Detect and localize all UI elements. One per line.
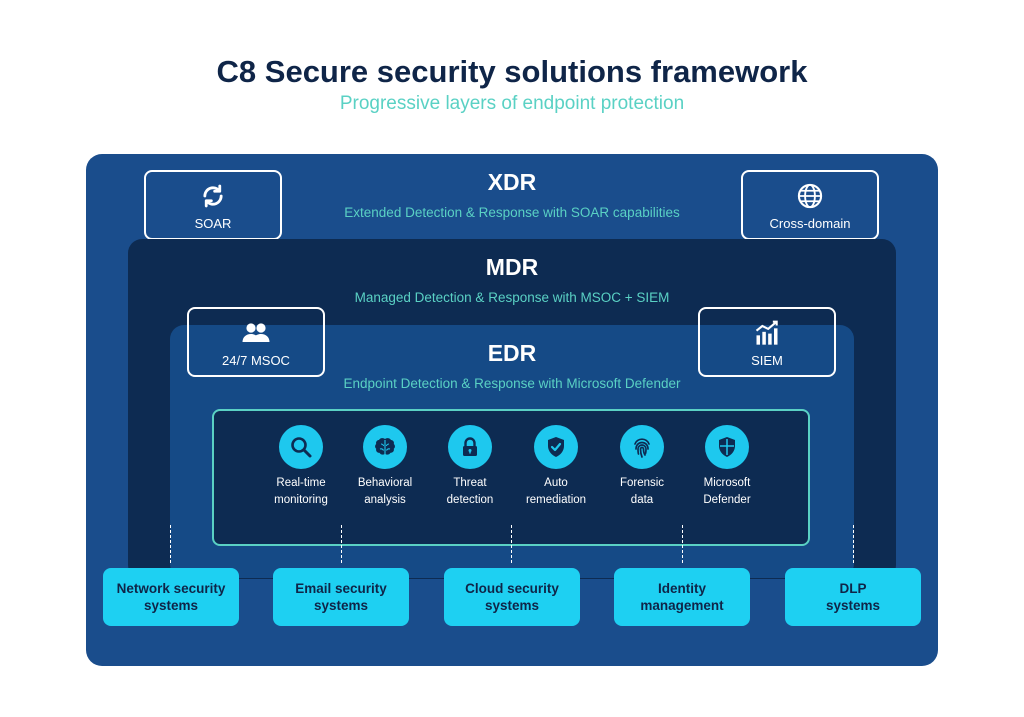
mdr-title: MDR <box>485 254 539 280</box>
capability-auto-remediation: Auto remediation <box>513 425 599 509</box>
xdr-title: XDR <box>487 169 537 195</box>
defender-shield-icon <box>705 425 749 469</box>
connector-line <box>341 525 342 563</box>
connector-line <box>170 525 171 563</box>
edr-title: EDR <box>487 340 537 366</box>
system-identity-management: Identity management <box>614 568 750 626</box>
soar-label: SOAR <box>194 216 232 231</box>
capability-label-line1: Microsoft <box>703 477 751 489</box>
edr-description: Endpoint Detection & Response with Micro… <box>343 376 681 391</box>
xdr-description: Extended Detection & Response with SOAR … <box>344 205 680 220</box>
sync-icon <box>146 182 280 210</box>
shield-check-icon <box>534 425 578 469</box>
capability-label-line1: Real-time <box>276 477 326 489</box>
magnifier-icon <box>279 425 323 469</box>
system-label-line1: Network security <box>116 581 226 596</box>
capability-label-line2: monitoring <box>274 494 328 506</box>
capability-forensic-data: Forensic data <box>599 425 685 509</box>
cross-domain-box: Cross-domain <box>741 170 879 240</box>
system-label-line1: DLP <box>839 581 867 596</box>
users-icon <box>189 319 323 347</box>
capability-label-line2: Defender <box>703 494 751 506</box>
system-label-line2: systems <box>143 598 199 613</box>
system-label-line2: systems <box>825 598 881 613</box>
analytics-icon <box>700 319 834 347</box>
cross-domain-label: Cross-domain <box>769 216 851 231</box>
system-dlp: DLP systems <box>785 568 921 626</box>
capability-label-line1: Forensic <box>619 477 665 489</box>
soar-box: SOAR <box>144 170 282 240</box>
capability-label-line2: remediation <box>525 494 587 506</box>
capability-label-line1: Behavioral <box>357 477 413 489</box>
connector-line <box>511 525 512 563</box>
connector-line <box>682 525 683 563</box>
page-subtitle: Progressive layers of endpoint protectio… <box>339 93 685 114</box>
capability-behavioral-analysis: Behavioral analysis <box>342 425 428 509</box>
connector-line <box>853 525 854 563</box>
system-email-security: Email security systems <box>273 568 409 626</box>
system-cloud-security: Cloud security systems <box>444 568 580 626</box>
page-title: C8 Secure security solutions framework <box>216 54 808 89</box>
siem-label: SIEM <box>751 353 783 368</box>
system-network-security: Network security systems <box>103 568 239 626</box>
mdr-description: Managed Detection & Response with MSOC +… <box>354 290 670 305</box>
system-label-line2: systems <box>313 598 369 613</box>
system-label-line2: systems <box>484 598 540 613</box>
system-label-line1: Cloud security <box>465 581 559 596</box>
capability-label-line1: Threat <box>453 477 487 489</box>
capability-realtime-monitoring: Real-time monitoring <box>258 425 344 509</box>
lock-icon <box>448 425 492 469</box>
capability-label-line2: analysis <box>364 494 406 506</box>
system-label-line2: management <box>640 598 724 613</box>
capability-threat-detection: Threat detection <box>427 425 513 509</box>
siem-box: SIEM <box>698 307 836 377</box>
msoc-label: 24/7 MSOC <box>222 353 290 368</box>
capability-label-line2: data <box>630 494 654 506</box>
capability-label-line1: Auto <box>544 477 568 489</box>
brain-icon <box>363 425 407 469</box>
msoc-box: 24/7 MSOC <box>187 307 325 377</box>
capability-label-line2: detection <box>446 494 494 506</box>
globe-icon <box>743 182 877 210</box>
fingerprint-icon <box>620 425 664 469</box>
system-label-line1: Email security <box>295 581 387 596</box>
system-label-line1: Identity <box>657 581 706 596</box>
